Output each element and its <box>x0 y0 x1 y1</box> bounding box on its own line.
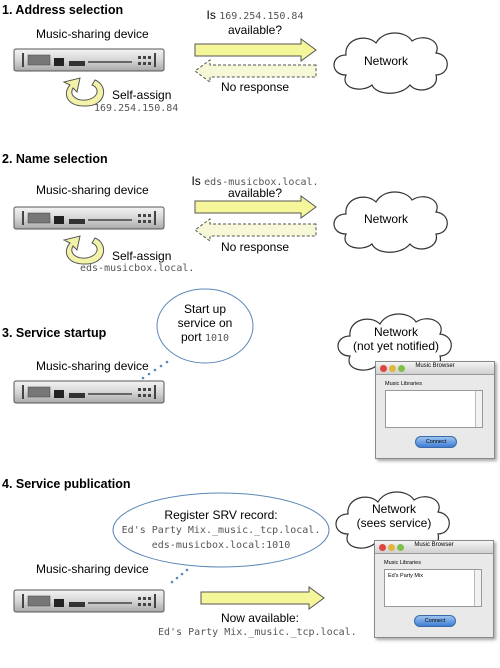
thought-dots-3 <box>141 360 169 380</box>
bubble-line1-4: Register SRV record: <box>164 508 278 522</box>
library-list-item-4[interactable]: Ed's Party Mix <box>388 573 423 579</box>
self-assign-arrow-1 <box>62 77 104 107</box>
self-assign-label-1: Self-assign <box>112 88 172 102</box>
window-list-label-3: Music Libraries <box>385 381 422 387</box>
device-4 <box>13 589 165 613</box>
window-title-3: Music Browser <box>415 363 455 369</box>
section-1-heading: 1. Address selection <box>2 3 124 17</box>
network-line1-4: Network <box>371 502 416 516</box>
network-line2-4: (sees service) <box>356 516 432 530</box>
query-suffix-2: available? <box>227 186 283 200</box>
close-icon[interactable] <box>380 365 387 372</box>
minimize-icon[interactable] <box>389 365 396 372</box>
network-line1-3: Network <box>373 325 418 339</box>
zoom-icon[interactable] <box>397 544 404 551</box>
query-suffix-1: available? <box>227 23 283 37</box>
bubble-text-3: Start up service on port 1010 <box>160 302 250 346</box>
network-line2-3: (not yet notified) <box>352 339 440 353</box>
query-2: Is eds-musicbox.local. <box>180 174 330 188</box>
response-label-2: No response <box>220 240 290 254</box>
thought-dots-4 <box>170 568 189 584</box>
available-label-4: Now available: <box>220 611 300 625</box>
network-label-1: Network <box>363 54 408 68</box>
library-list-4[interactable]: Ed's Party Mix <box>384 569 482 607</box>
bubble-line3-4: eds-musicbox.local:1010 <box>151 540 291 551</box>
query-label-2: Is <box>191 174 201 188</box>
section-2-heading: 2. Name selection <box>2 152 108 166</box>
device-label-3: Music-sharing device <box>36 359 149 373</box>
request-arrow-2 <box>194 195 317 219</box>
self-assign-value-2: eds-musicbox.local. <box>80 263 195 274</box>
connect-button-3[interactable]: Connect <box>415 436 457 448</box>
library-list-3[interactable] <box>385 390 483 428</box>
bubble-text-4: Register SRV record: Ed's Party Mix._mus… <box>113 508 329 553</box>
response-label-1: No response <box>220 80 290 94</box>
self-assign-label-2: Self-assign <box>112 249 172 263</box>
network-text-3: Network (not yet notified) <box>336 325 456 353</box>
window-titlebar-4: Music Browser <box>375 541 493 554</box>
network-text-4: Network (sees service) <box>334 502 454 530</box>
device-3 <box>13 380 165 404</box>
bubble-line2-3: service on <box>177 316 233 330</box>
device-2 <box>13 206 165 230</box>
service-bubble-4 <box>112 492 330 568</box>
close-icon[interactable] <box>379 544 386 551</box>
response-arrow-1 <box>194 59 317 83</box>
bubble-line3-3: port 1010 <box>160 330 250 346</box>
device-label-1: Music-sharing device <box>36 27 149 41</box>
device-label-4: Music-sharing device <box>36 562 149 576</box>
available-value-4: Ed's Party Mix._music._tcp.local. <box>158 627 357 638</box>
self-assign-value-1: 169.254.150.84 <box>94 103 179 114</box>
bubble-port-3: 1010 <box>204 333 230 344</box>
device-1 <box>13 48 165 72</box>
available-arrow-4 <box>200 586 325 610</box>
list-scrollbar-3[interactable] <box>475 391 482 427</box>
connect-button-4[interactable]: Connect <box>414 615 456 627</box>
query-value-2: eds-musicbox.local. <box>204 177 319 188</box>
response-arrow-2 <box>194 218 317 242</box>
query-1: Is 169.254.150.84 <box>185 8 325 22</box>
service-bubble-3 <box>156 288 254 364</box>
bubble-line1-3: Start up <box>183 302 227 316</box>
device-label-2: Music-sharing device <box>36 183 149 197</box>
section-4-heading: 4. Service publication <box>2 477 131 491</box>
music-browser-window-4: Music Browser Music Libraries Ed's Party… <box>374 540 494 638</box>
music-browser-window-3: Music Browser Music Libraries Connect <box>375 361 495 459</box>
window-title-4: Music Browser <box>414 542 454 548</box>
query-label-1: Is <box>206 8 216 22</box>
bubble-line2-4: Ed's Party Mix._music._tcp.local. <box>121 525 321 536</box>
window-titlebar-3: Music Browser <box>376 362 494 375</box>
bubble-port-prefix-3: port <box>180 330 202 344</box>
zoom-icon[interactable] <box>398 365 405 372</box>
query-value-1: 169.254.150.84 <box>219 11 304 22</box>
request-arrow-1 <box>194 38 317 62</box>
self-assign-arrow-2 <box>62 235 104 265</box>
section-3-heading: 3. Service startup <box>2 326 107 340</box>
minimize-icon[interactable] <box>388 544 395 551</box>
list-scrollbar-4[interactable] <box>474 570 481 606</box>
network-label-2: Network <box>363 212 408 226</box>
window-list-label-4: Music Libraries <box>384 560 421 566</box>
